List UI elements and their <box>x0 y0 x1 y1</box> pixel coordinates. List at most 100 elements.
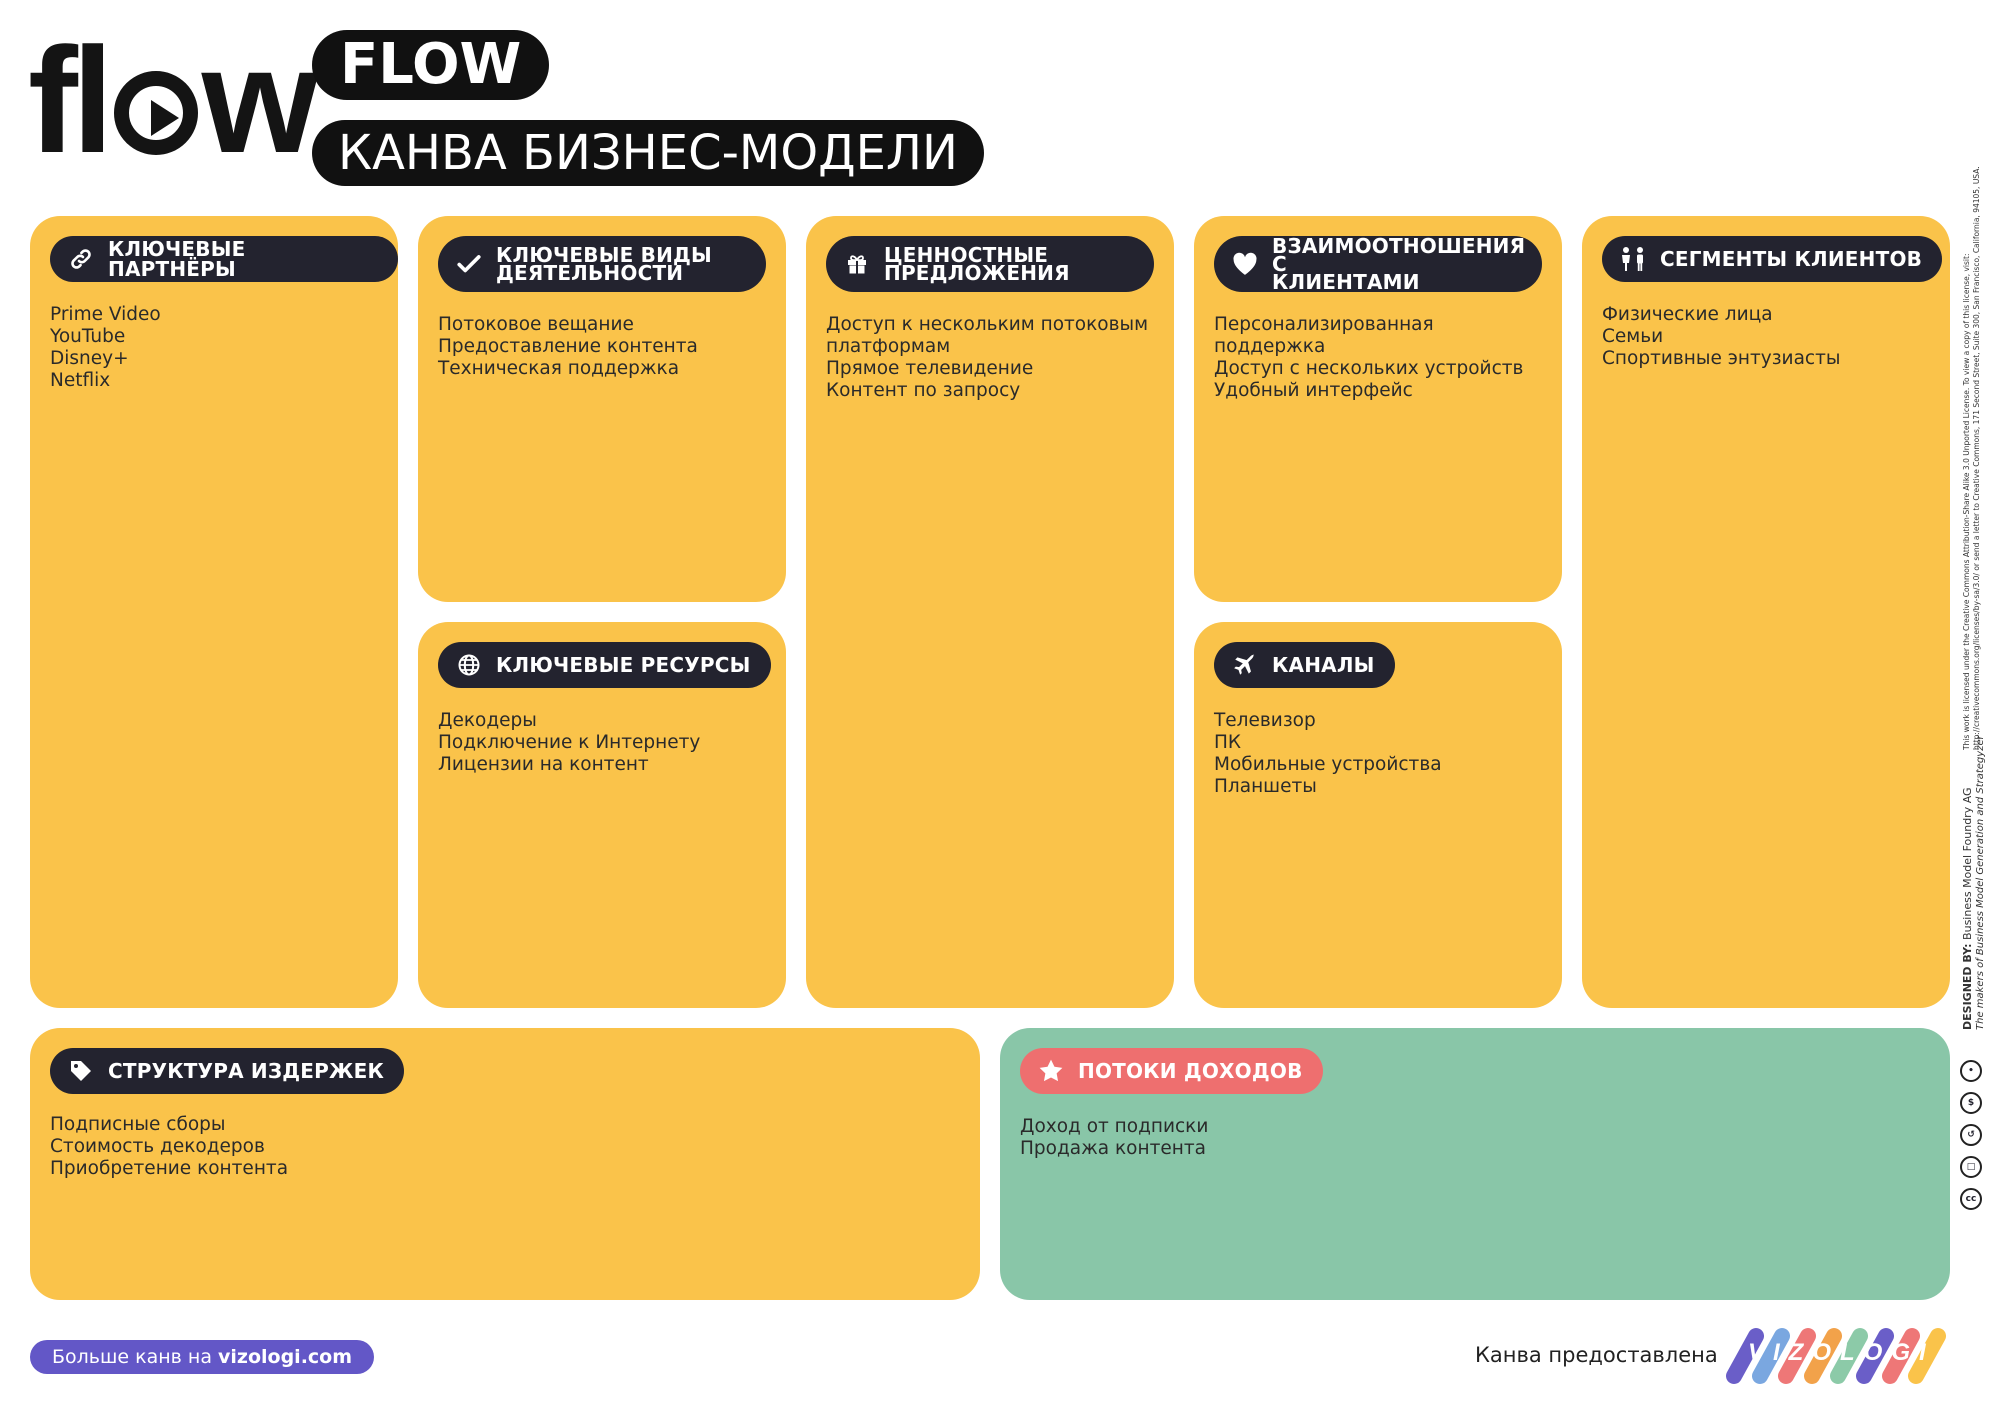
item-list: Доход от подписки Продажа контента <box>1020 1116 1930 1160</box>
airplane-icon <box>1230 650 1260 680</box>
list-item: Прямое телевидение <box>826 358 1034 379</box>
brand-logo-text: VIZOLOGI <box>1748 1339 1935 1366</box>
copy-icon: □ <box>1960 1156 1982 1178</box>
globe-icon <box>454 650 484 680</box>
item-list: Потоковое вещание Предоставление контент… <box>438 314 766 380</box>
license-text: This work is licensed under the Creative… <box>1962 30 1982 750</box>
attribution-icon: • <box>1960 1060 1982 1082</box>
tag-label-line2: КЛИЕНТАМИ <box>1272 270 1420 294</box>
list-item: Подключение к Интернету <box>438 732 701 753</box>
tag-channels: КАНАЛЫ <box>1214 642 1395 688</box>
more-canvases-link[interactable]: vizologi.com <box>218 1346 353 1368</box>
tag-customer-segments: СЕГМЕНТЫ КЛИЕНТОВ <box>1602 236 1943 282</box>
more-canvases-button[interactable]: Больше канв на vizologi.com <box>30 1340 375 1374</box>
block-key-partners: КЛЮЧЕВЫЕ ПАРТНЁРЫ Prime Video YouTube Di… <box>30 216 398 1008</box>
list-item: Мобильные устройства <box>1214 754 1442 775</box>
tag-key-resources: КЛЮЧЕВЫЕ РЕСУРСЫ <box>438 642 771 688</box>
license-line1: This work is licensed under the Creative… <box>1962 253 1971 750</box>
list-item: Лицензии на контент <box>438 754 649 775</box>
list-item: Продажа контента <box>1020 1138 1206 1159</box>
list-item: платформам <box>826 336 951 357</box>
tag-customer-relationships: ВЗАИМООТНОШЕНИЯ С КЛИЕНТАМИ <box>1214 236 1542 292</box>
tag-key-activities: КЛЮЧЕВЫЕ ВИДЫ ДЕЯТЕЛЬНОСТИ <box>438 236 766 292</box>
star-icon <box>1036 1056 1066 1086</box>
list-item: Декодеры <box>438 710 537 731</box>
list-item: Техническая поддержка <box>438 358 680 379</box>
item-list: Физические лица Семьи Спортивные энтузиа… <box>1602 304 1930 370</box>
item-list: Prime Video YouTube Disney+ Netflix <box>50 304 378 392</box>
block-channels: КАНАЛЫ Телевизор ПК Мобильные устройства… <box>1194 622 1562 1008</box>
list-item: Потоковое вещание <box>438 314 634 335</box>
list-item: Персонализированная поддержка <box>1214 314 1434 357</box>
item-list: Декодеры Подключение к Интернету Лицензи… <box>438 710 766 776</box>
more-canvases-prefix: Больше канв на <box>52 1346 218 1368</box>
list-item: ПК <box>1214 732 1242 753</box>
block-key-activities: КЛЮЧЕВЫЕ ВИДЫ ДЕЯТЕЛЬНОСТИ Потоковое вещ… <box>418 216 786 602</box>
tag-label-line1: ВЗАИМООТНОШЕНИЯ С <box>1272 234 1526 276</box>
item-list: Доступ к нескольким потоковым платформам… <box>826 314 1154 402</box>
tag-label: ПОТОКИ ДОХОДОВ <box>1078 1059 1303 1083</box>
block-key-resources: КЛЮЧЕВЫЕ РЕСУРСЫ Декодеры Подключение к … <box>418 622 786 1008</box>
heart-icon <box>1230 249 1260 279</box>
tag-key-partners: КЛЮЧЕВЫЕ ПАРТНЁРЫ <box>50 236 398 282</box>
list-item: Prime Video <box>50 304 161 325</box>
tag-label: ВЗАИМООТНОШЕНИЯ С КЛИЕНТАМИ <box>1272 234 1526 294</box>
tag-label: КАНАЛЫ <box>1272 653 1375 677</box>
list-item: Планшеты <box>1214 776 1317 797</box>
tag-value-propositions: ЦЕННОСТНЫЕ ПРЕДЛОЖЕНИЯ <box>826 236 1154 292</box>
gift-icon <box>842 249 872 279</box>
list-item: Доход от подписки <box>1020 1116 1209 1137</box>
tag-label-line2: ПРЕДЛОЖЕНИЯ <box>884 261 1070 285</box>
list-item: Предоставление контента <box>438 336 698 357</box>
tag-label: СТРУКТУРА ИЗДЕРЖЕК <box>108 1059 385 1083</box>
block-revenue-streams: ПОТОКИ ДОХОДОВ Доход от подписки Продажа… <box>1000 1028 1950 1300</box>
item-list: Персонализированная поддержка Доступ с н… <box>1214 314 1542 402</box>
list-item: Netflix <box>50 370 111 391</box>
tag-label: ЦЕННОСТНЫЕ ПРЕДЛОЖЕНИЯ <box>884 243 1070 285</box>
item-list: Телевизор ПК Мобильные устройства Планше… <box>1214 710 1542 798</box>
play-icon <box>113 71 198 155</box>
price-tag-icon <box>66 1056 96 1086</box>
list-item: Контент по запросу <box>826 380 1021 401</box>
list-item: Спортивные энтузиасты <box>1602 348 1841 369</box>
tag-label: СЕГМЕНТЫ КЛИЕНТОВ <box>1660 247 1923 271</box>
tag-label-line1: ЦЕННОСТНЫЕ <box>884 243 1049 267</box>
designed-by-name: Business Model Foundry AG <box>1961 787 1974 940</box>
block-customer-segments: СЕГМЕНТЫ КЛИЕНТОВ Физические лица Семьи … <box>1582 216 1950 1008</box>
list-item: Стоимость декодеров <box>50 1136 265 1157</box>
creative-commons-icons: • $ ↺ □ cc <box>1960 1060 1988 1220</box>
cc-icon: cc <box>1960 1188 1982 1210</box>
side-credits: DESIGNED BY: Business Model Foundry AG T… <box>1961 20 1996 1030</box>
block-cost-structure: СТРУКТУРА ИЗДЕРЖЕК Подписные сборы Стоим… <box>30 1028 980 1300</box>
vizologi-logo[interactable]: VIZOLOGI <box>1720 1312 1950 1390</box>
tag-cost-structure: СТРУКТУРА ИЗДЕРЖЕК <box>50 1048 405 1094</box>
list-item: Семьи <box>1602 326 1664 347</box>
link-icon <box>66 244 96 274</box>
check-icon <box>454 249 484 279</box>
list-item: Disney+ <box>50 348 129 369</box>
block-customer-relationships: ВЗАИМООТНОШЕНИЯ С КЛИЕНТАМИ Персонализир… <box>1194 216 1562 602</box>
list-item: Подписные сборы <box>50 1114 226 1135</box>
tag-label-line2: ДЕЯТЕЛЬНОСТИ <box>496 261 684 285</box>
list-item: Физические лица <box>1602 304 1773 325</box>
list-item: Доступ с нескольких устройств <box>1214 358 1524 379</box>
tag-label-line1: КЛЮЧЕВЫЕ ВИДЫ <box>496 243 712 267</box>
designed-by-label: DESIGNED BY: <box>1961 943 1974 1030</box>
canvas-title: КАНВА БИЗНЕС-МОДЕЛИ <box>312 120 984 186</box>
makers-text: The makers of Business Model Generation … <box>1975 735 1986 1030</box>
share-alike-icon: ↺ <box>1960 1124 1982 1146</box>
noncommercial-icon: $ <box>1960 1092 1982 1114</box>
provided-by-text: Канва предоставлена <box>1475 1343 1718 1367</box>
tag-label: КЛЮЧЕВЫЕ ПАРТНЁРЫ <box>108 237 246 281</box>
tag-label: КЛЮЧЕВЫЕ ВИДЫ ДЕЯТЕЛЬНОСТИ <box>496 243 712 285</box>
block-value-propositions: ЦЕННОСТНЫЕ ПРЕДЛОЖЕНИЯ Доступ к нескольк… <box>806 216 1174 1008</box>
list-item: Приобретение контента <box>50 1158 289 1179</box>
list-item: YouTube <box>50 326 126 347</box>
company-name: FLOW <box>312 30 550 100</box>
license-line2: http://creativecommons.org/licenses/by-s… <box>1972 166 1981 750</box>
tag-label: КЛЮЧЕВЫЕ РЕСУРСЫ <box>496 653 751 677</box>
people-icon <box>1618 244 1648 274</box>
tag-revenue-streams: ПОТОКИ ДОХОДОВ <box>1020 1048 1323 1094</box>
item-list: Подписные сборы Стоимость декодеров Прио… <box>50 1114 960 1180</box>
